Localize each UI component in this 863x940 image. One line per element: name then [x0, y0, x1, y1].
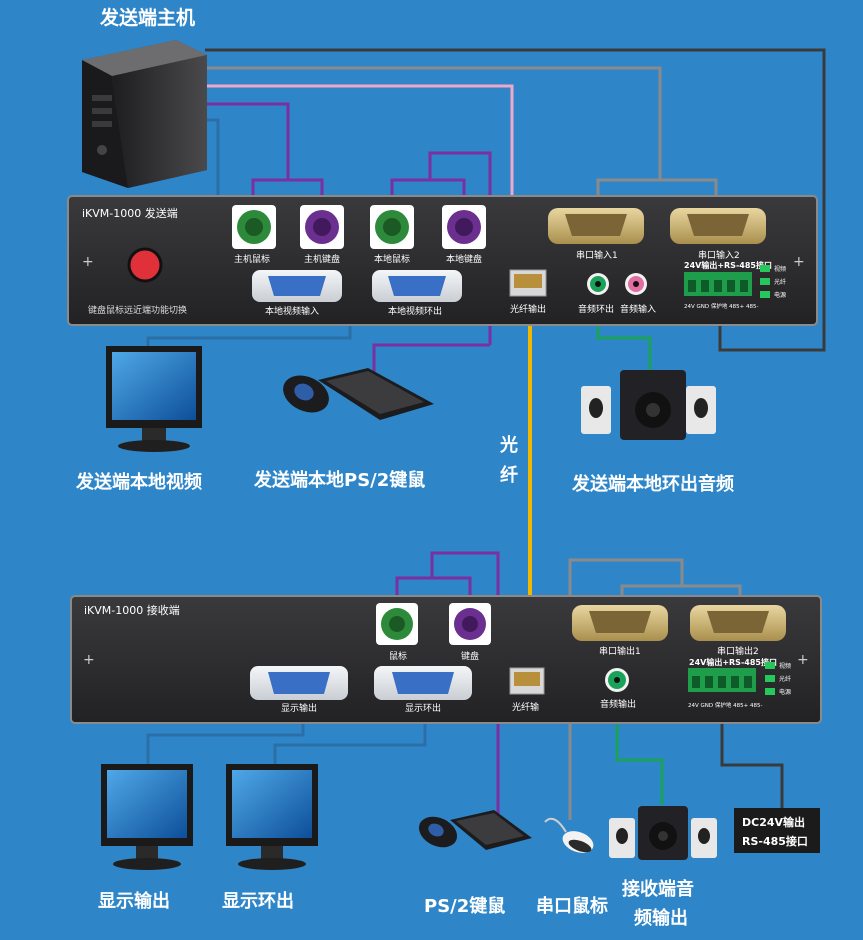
port-serial-in-1[interactable] [548, 208, 644, 244]
label-serial-in-2: 串口输入2 [698, 249, 740, 261]
label-local-keyboard: 本地键盘 [446, 253, 482, 265]
label-local-video-in: 本地视频输入 [265, 305, 319, 317]
receiver-unit: iKVM-1000 接收端 + + 鼠标 键盘 显示输出 显示环出 光 [70, 595, 822, 724]
switch-button[interactable] [127, 247, 163, 283]
terminal-block-sender[interactable] [684, 272, 752, 296]
label-audio-in: 音频输入 [620, 303, 656, 315]
label-fiber-out: 光纤输出 [510, 303, 546, 315]
serial-mouse [544, 817, 594, 853]
port-audio-in[interactable] [625, 273, 647, 295]
dc-box-line1: DC24V输出 [742, 815, 805, 829]
port-local-mouse[interactable] [370, 205, 414, 249]
receiver-leds: 视频 光纤 电源 [765, 662, 791, 696]
cable-rx-loop [273, 712, 427, 765]
port-local-video-loop[interactable] [372, 270, 462, 302]
label-rx-keyboard: 键盘 [461, 650, 479, 662]
port-rx-mouse[interactable] [376, 603, 418, 645]
caption-serial-mouse: 串口鼠标 [536, 895, 608, 917]
receiver-mouse [418, 816, 458, 848]
port-host-mouse[interactable] [232, 205, 276, 249]
caption-ps2-kbm: PS/2键鼠 [424, 895, 505, 917]
port-fiber-out[interactable] [509, 269, 547, 297]
fiber-label-1: 光 [499, 434, 518, 456]
cable-host-serial [205, 66, 662, 205]
sender-led-power: 电源 [774, 291, 786, 299]
caption-display-loop: 显示环出 [222, 890, 294, 912]
sender-monitor [106, 346, 202, 452]
label-sender-terminal: 24V输出+RS-485接口 [684, 260, 772, 270]
receiver-screw-left: + [83, 652, 95, 668]
caption-receiver-audio-1: 接收端音 [622, 878, 694, 900]
sender-host-tower [82, 40, 207, 188]
port-rx-display-loop[interactable] [374, 666, 472, 700]
caption-display-out: 显示输出 [98, 890, 170, 912]
dc-box-line2: RS-485接口 [742, 834, 808, 848]
receiver-keyboard [450, 810, 532, 850]
label-rx-serial-out-2: 串口输出2 [717, 645, 759, 657]
sender-led-fiber: 光纤 [774, 278, 786, 286]
sender-keyboard [318, 368, 434, 420]
sender-led-video: 视频 [774, 265, 786, 273]
caption-receiver-audio-2: 频输出 [634, 907, 688, 929]
port-rx-fiber-in[interactable] [509, 667, 545, 695]
receiver-speakers [609, 806, 717, 860]
label-local-video-loop: 本地视频环出 [388, 305, 442, 317]
label-rx-display-out: 显示输出 [281, 702, 317, 714]
label-host-mouse: 主机鼠标 [234, 253, 270, 265]
port-rx-serial-out-1[interactable] [572, 605, 668, 641]
cable-local-ps2 [390, 151, 492, 345]
label-local-mouse: 本地鼠标 [374, 253, 410, 265]
sender-leds: 视频 光纤 电源 [760, 265, 786, 299]
caption-sender-local-ps2: 发送端本地PS/2键鼠 [253, 469, 425, 491]
receiver-model: iKVM-1000 接收端 [84, 603, 180, 617]
receiver-monitor-1 [101, 764, 193, 870]
label-rx-serial-out-1: 串口输出1 [599, 645, 641, 657]
receiver-led-power: 电源 [779, 688, 791, 696]
label-rx-mouse: 鼠标 [389, 650, 407, 662]
label-receiver-terminal: 24V输出+RS-485接口 [689, 657, 777, 667]
port-rx-serial-out-2[interactable] [690, 605, 786, 641]
receiver-monitor-2 [226, 764, 318, 870]
receiver-screw-right: + [797, 652, 809, 668]
label-receiver-terminal-pins: 24V GND 保护地 485+ 485- [688, 701, 762, 709]
label-audio-loop-out: 音频环出 [578, 303, 614, 315]
port-rx-keyboard[interactable] [449, 603, 491, 645]
port-rx-audio-out[interactable] [605, 668, 629, 692]
cable-local-ps2-down [372, 343, 490, 378]
port-serial-in-2[interactable] [670, 208, 766, 244]
sender-host-title: 发送端主机 [99, 6, 195, 29]
sender-screw-right: + [793, 254, 805, 270]
sender-model: iKVM-1000 发送端 [82, 206, 178, 220]
port-local-video-in[interactable] [252, 270, 342, 302]
sender-speakers [581, 370, 716, 440]
port-host-keyboard[interactable] [300, 205, 344, 249]
receiver-led-video: 视频 [779, 662, 791, 670]
cable-rx-dc [720, 715, 784, 808]
label-rx-audio-out: 音频输出 [600, 698, 636, 710]
dc-24v-rs485-box: DC24V输出 RS-485接口 [734, 808, 820, 853]
port-audio-loop-out[interactable] [587, 273, 609, 295]
cable-rx-ps2-b [432, 576, 472, 600]
label-host-keyboard: 主机键盘 [304, 253, 340, 265]
label-serial-in-1: 串口输入1 [576, 249, 618, 261]
terminal-block-receiver[interactable] [688, 668, 756, 692]
sender-screw-left: + [82, 254, 94, 270]
switch-label: 键盘鼠标远近端功能切换 [88, 304, 187, 316]
receiver-led-fiber: 光纤 [779, 675, 791, 683]
port-rx-display-out[interactable] [250, 666, 348, 700]
label-rx-display-loop: 显示环出 [405, 702, 441, 714]
caption-sender-local-audio: 发送端本地环出音频 [571, 473, 734, 495]
label-sender-terminal-pins: 24V GND 保护地 485+ 485- [684, 302, 758, 310]
fiber-label-2: 纤 [500, 464, 518, 486]
sender-unit: iKVM-1000 发送端 + + 键盘鼠标远近端功能切换 主机鼠标 主机键盘 … [67, 195, 818, 326]
caption-sender-local-video: 发送端本地视频 [75, 471, 202, 493]
cable-rx-audio [615, 690, 664, 805]
sender-mouse [283, 375, 329, 413]
port-local-keyboard[interactable] [442, 205, 486, 249]
label-rx-fiber-in: 光纤输 [512, 701, 539, 713]
